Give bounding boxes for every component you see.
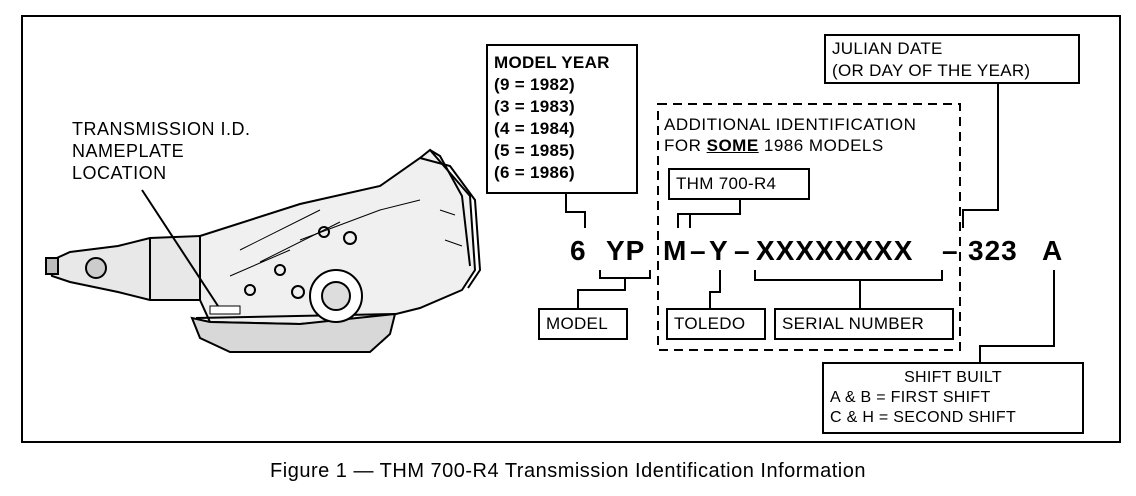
shift-built-title: SHIFT BUILT [904, 369, 1002, 386]
code-serial: XXXXXXXX [756, 235, 914, 266]
code-plant-letter: M [663, 235, 688, 266]
code-model-letters: YP [606, 235, 646, 266]
thm-700-r4-label: THM 700-R4 [676, 174, 777, 193]
shift-built-box: SHIFT BUILT A & B = FIRST SHIFT C & H = … [822, 362, 1084, 434]
serial-number-label: SERIAL NUMBER [782, 314, 925, 333]
model-year-title: MODEL YEAR [494, 53, 610, 72]
additional-id-line-2: FOR SOME 1986 MODELS [664, 136, 884, 155]
some-emphasis: SOME [706, 136, 759, 155]
nameplate-location-label: TRANSMISSION I.D. NAMEPLATE LOCATION [72, 118, 251, 184]
nameplate-label-line-2: NAMEPLATE [72, 141, 185, 161]
julian-date-box: JULIAN DATE (OR DAY OF THE YEAR) [824, 34, 1080, 84]
figure-caption: Figure 1 — THM 700-R4 Transmission Ident… [270, 460, 866, 482]
transmission-icon [45, 148, 482, 353]
code-shift-letter: A [1042, 235, 1064, 266]
model-box: MODEL [538, 308, 628, 340]
code-dash: – [690, 235, 707, 266]
model-year-row: (5 = 1985) [494, 141, 575, 160]
toledo-label: TOLEDO [674, 314, 746, 333]
code-dash: – [942, 235, 959, 266]
additional-id-line-1: ADDITIONAL IDENTIFICATION [664, 115, 917, 134]
model-year-row: (6 = 1986) [494, 163, 575, 182]
shift-built-second: C & H = SECOND SHIFT [830, 409, 1017, 426]
model-year-row: (3 = 1983) [494, 97, 575, 116]
serial-number-box: SERIAL NUMBER [774, 308, 954, 340]
thm-700-r4-box: THM 700-R4 [668, 168, 810, 200]
julian-date-line-1: JULIAN DATE [832, 39, 943, 58]
code-y-letter: Y [709, 235, 729, 266]
code-dash: – [734, 235, 751, 266]
model-year-box: MODEL YEAR (9 = 1982) (3 = 1983) (4 = 19… [486, 44, 638, 194]
model-year-row: (4 = 1984) [494, 119, 575, 138]
additional-id-label: ADDITIONAL IDENTIFICATION FOR SOME 1986 … [664, 114, 916, 156]
nameplate-label-line-1: TRANSMISSION I.D. [72, 119, 251, 139]
toledo-box: TOLEDO [666, 308, 766, 340]
nameplate-label-line-3: LOCATION [72, 163, 167, 183]
model-label: MODEL [546, 314, 608, 333]
nameplate-leader [141, 189, 219, 307]
model-year-row: (9 = 1982) [494, 75, 575, 94]
code-julian-date: 323 [968, 235, 1018, 266]
additional-id-dashed-box [657, 103, 961, 351]
shift-built-first: A & B = FIRST SHIFT [830, 389, 991, 406]
figure-frame [21, 15, 1121, 443]
code-year-digit: 6 [570, 235, 587, 266]
julian-date-line-2: (OR DAY OF THE YEAR) [832, 61, 1031, 80]
